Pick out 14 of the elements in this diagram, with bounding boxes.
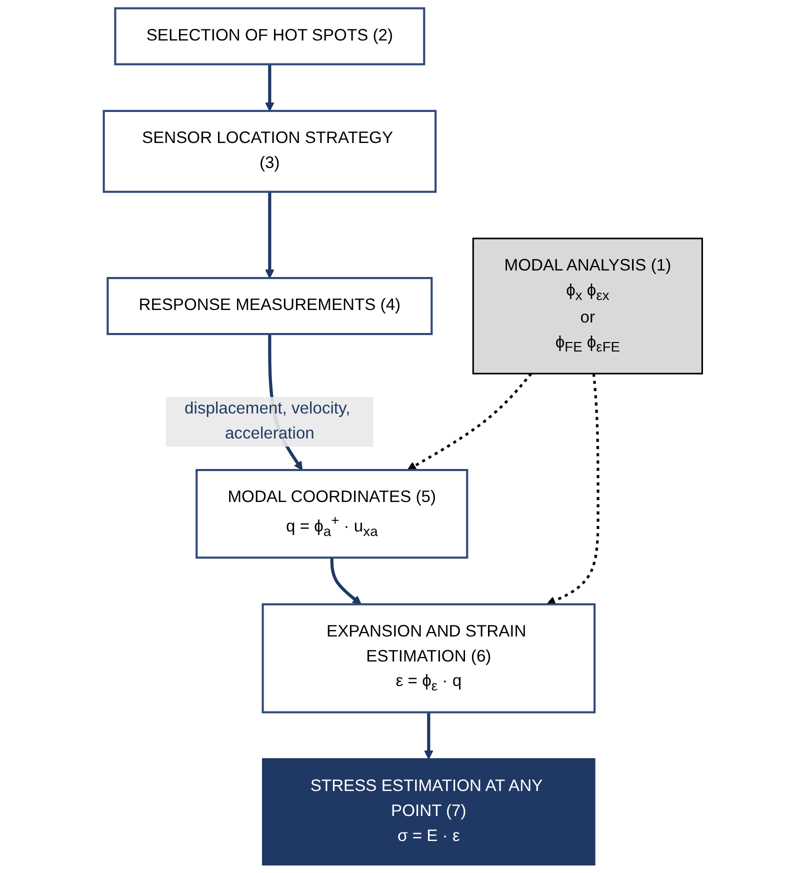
- arrow: [424, 712, 434, 760]
- node-box: MODAL COORDINATES (5) q = ϕ$_{a}$$^{+}$ · u$_{xa}$: [196, 468, 468, 559]
- node-box: STRESS ESTIMATION AT ANY POINT (7) σ = E · ε: [262, 758, 596, 866]
- arrow: [407, 372, 532, 470]
- edge-label: displacement, velocity, acceleration: [184, 400, 350, 443]
- arrow: [546, 373, 600, 606]
- node-box: RESPONSE MEASUREMENTS (4): [106, 277, 433, 336]
- node-box: EXPANSION AND STRAIN ESTIMATION (6) ε = ϕ$_{ε}$ · q: [262, 603, 596, 714]
- node-box: SELECTION OF HOT SPOTS (2): [114, 7, 426, 66]
- arrow: [330, 558, 362, 605]
- arrow: [265, 192, 274, 278]
- node-box: SENSOR LOCATION STRATEGY (3): [102, 110, 437, 193]
- node-box: MODAL ANALYSIS (1) ϕ$_{x}$ ϕ$_{εx}$ or ϕ$_{FE}$ ϕ$_{εFE}$: [472, 238, 703, 374]
- arrow: [265, 64, 274, 112]
